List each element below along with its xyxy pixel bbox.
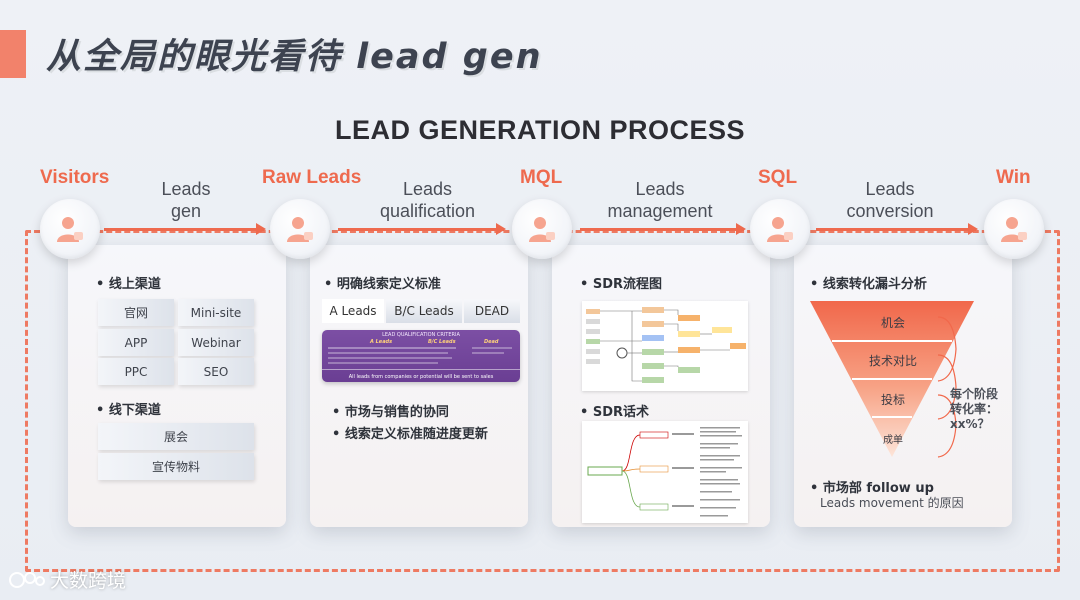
funnel-stage-bid: 投标 xyxy=(880,393,905,407)
arrow-gen xyxy=(104,223,266,235)
offline-channels-heading: • 线下渠道 xyxy=(96,403,161,418)
person-icon xyxy=(984,199,1044,259)
follow-up-heading: • 市场部 follow up xyxy=(810,481,934,496)
channel-chip: APP xyxy=(98,329,174,356)
tab-dead[interactable]: DEAD xyxy=(464,299,520,323)
stage-visitors: Visitors xyxy=(40,167,110,188)
bullet-alignment: • 市场与销售的协同 xyxy=(332,405,449,420)
channel-chip: 展会 xyxy=(98,423,254,450)
person-icon xyxy=(270,199,330,259)
conversion-rate-note: 每个阶段 转化率： xx%？ xyxy=(950,387,999,431)
tab-bc-leads[interactable]: B/C Leads xyxy=(386,299,462,323)
person-icon xyxy=(40,199,100,259)
funnel-stage-opportunity: 机会 xyxy=(880,316,905,330)
card-leads-qualification: • 明确线索定义标准 A Leads B/C Leads DEAD LEAD Q… xyxy=(310,245,528,527)
card-leads-conversion: • 线索转化漏斗分析 机会 技术对比 投标 成单 每个阶段 转化率： xx%？ … xyxy=(794,245,1012,527)
channel-chip: Webinar xyxy=(178,329,254,356)
sdr-flowchart-image xyxy=(582,301,748,391)
watermark: 大数跨境 xyxy=(8,566,126,593)
card-leads-management: • SDR流程图 • SDR话术 xyxy=(552,245,770,527)
bullet-criteria-update: • 线索定义标准随进度更新 xyxy=(332,427,488,442)
sdr-script-heading: • SDR话术 xyxy=(580,405,649,420)
title-accent-bar xyxy=(0,30,26,78)
funnel-heading: • 线索转化漏斗分析 xyxy=(810,277,927,292)
person-icon xyxy=(750,199,810,259)
funnel-stage-tech-compare: 技术对比 xyxy=(868,354,917,368)
online-channels-heading: • 线上渠道 xyxy=(96,277,161,292)
sdr-script-image xyxy=(582,421,748,523)
stage-raw-leads: Raw Leads xyxy=(262,167,362,188)
process-title: LEAD GENERATION PROCESS xyxy=(334,115,746,145)
stage-sql: SQL xyxy=(758,167,798,188)
tab-a-leads[interactable]: A Leads xyxy=(322,299,384,323)
person-icon xyxy=(512,199,572,259)
arrow-conversion xyxy=(816,223,978,235)
arrow-management xyxy=(580,223,746,235)
channel-chip: 官网 xyxy=(98,299,174,326)
qualification-heading: • 明确线索定义标准 xyxy=(324,277,441,292)
channel-chip: 宣传物料 xyxy=(98,453,254,480)
channel-chip: Mini-site xyxy=(178,299,254,326)
stage-win: Win xyxy=(996,167,1031,188)
channel-chip: PPC xyxy=(98,358,174,385)
funnel-stage-closed: 成单 xyxy=(883,435,903,446)
lead-criteria-table: LEAD QUALIFICATION CRITERIA A Leads B/C … xyxy=(322,330,520,382)
arrow-qualification xyxy=(338,223,506,235)
channel-chip: SEO xyxy=(178,358,254,385)
sdr-flowchart-heading: • SDR流程图 xyxy=(580,277,662,292)
watermark-logo-icon xyxy=(9,571,45,588)
conversion-funnel xyxy=(810,301,974,457)
slide-title: 从全局的眼光看待 lead gen xyxy=(46,37,543,77)
card-leads-gen: • 线上渠道 官网 Mini-site APP Webinar PPC SEO … xyxy=(68,245,286,527)
stage-mql: MQL xyxy=(520,167,563,188)
funnel-brackets xyxy=(937,316,957,458)
follow-up-subtext: Leads movement 的原因 xyxy=(820,496,964,510)
